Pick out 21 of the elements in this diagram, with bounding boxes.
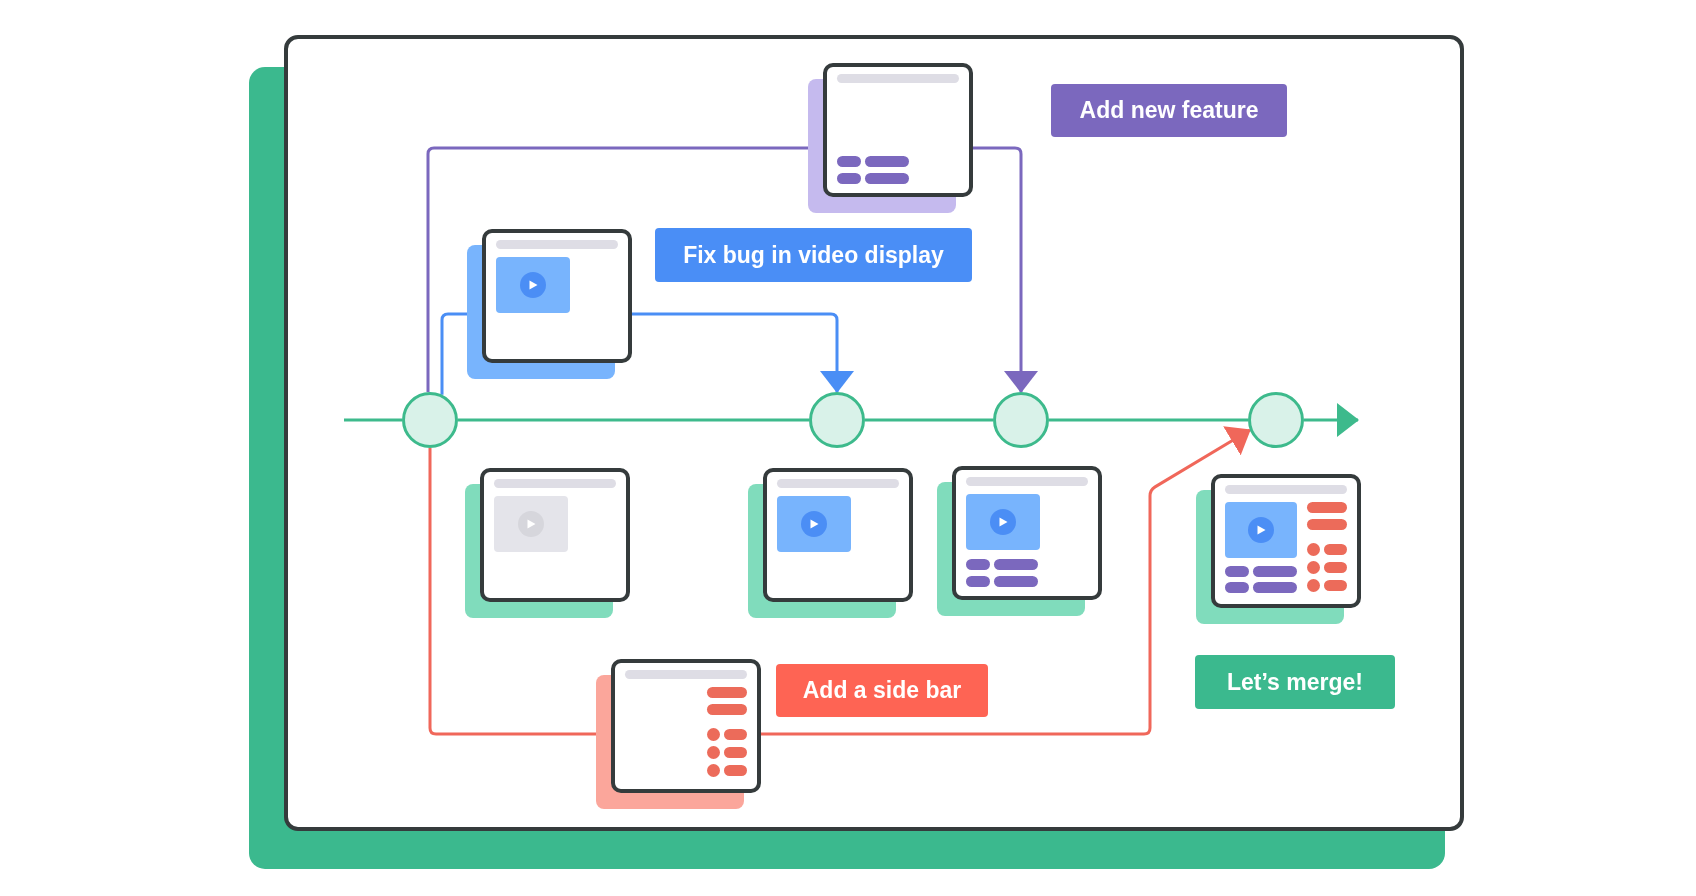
branch-label: Fix bug in video display — [655, 228, 972, 282]
arrow — [973, 146, 1038, 393]
arrow — [632, 312, 854, 393]
web-page-thumbnail — [937, 466, 1102, 616]
web-page-thumbnail — [467, 229, 632, 379]
connector-line — [1049, 418, 1248, 422]
connector-line — [428, 448, 596, 736]
arrow — [1304, 403, 1359, 437]
web-page-thumbnail — [465, 468, 630, 618]
connector-line — [426, 146, 808, 393]
web-page-thumbnail — [1196, 474, 1361, 624]
connector-line — [865, 418, 993, 422]
connector-line — [458, 418, 809, 422]
arrow — [761, 426, 1251, 736]
web-page-thumbnail — [808, 63, 973, 213]
branch-label: Add a side bar — [776, 664, 988, 717]
branch-label: Let’s merge! — [1195, 655, 1395, 709]
branch-label: Add new feature — [1051, 84, 1287, 137]
connector-line — [344, 418, 402, 422]
web-page-thumbnail — [596, 659, 761, 809]
web-page-thumbnail — [748, 468, 913, 618]
